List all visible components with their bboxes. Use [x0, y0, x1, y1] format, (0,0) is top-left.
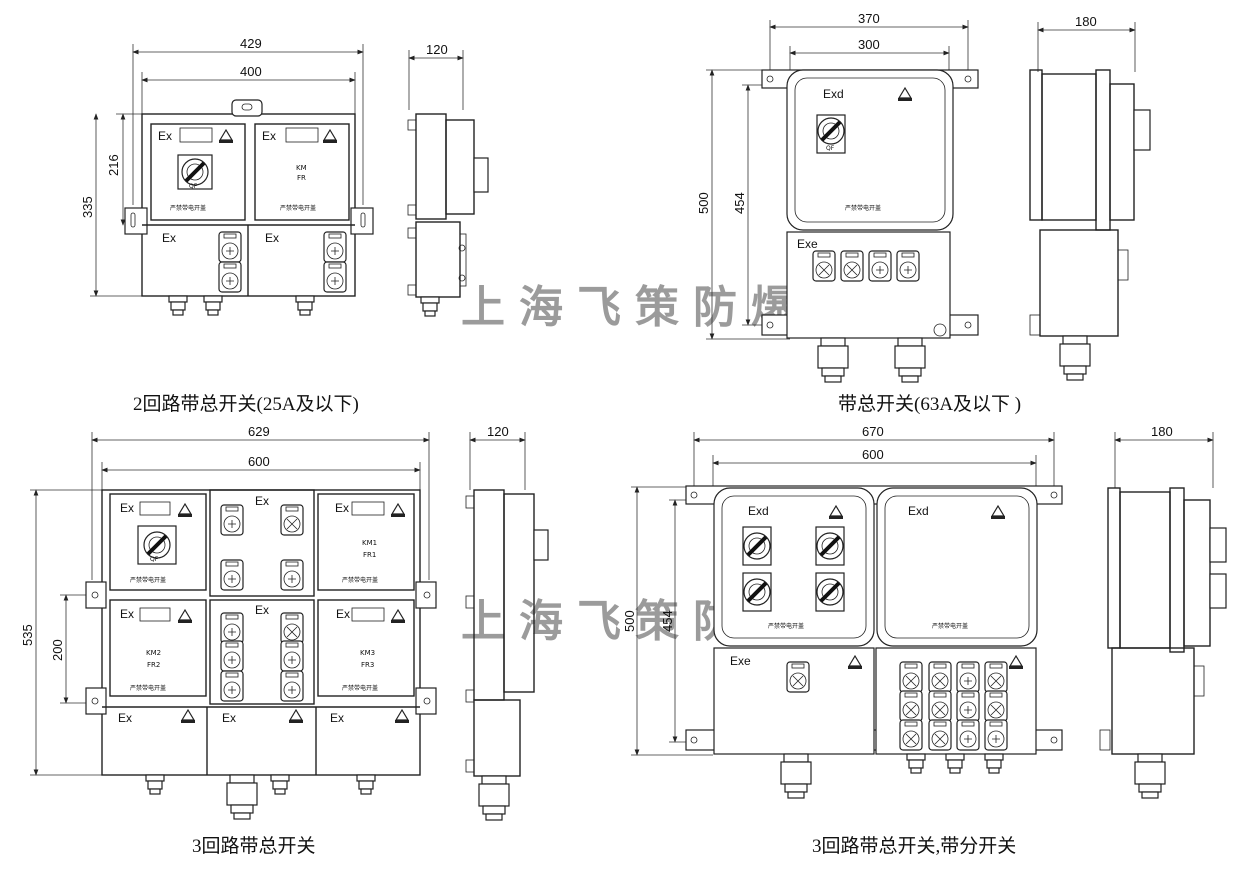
ex-label: Ex	[255, 603, 269, 617]
dim-216: 216	[106, 154, 121, 176]
dim-370: 370	[858, 11, 880, 26]
ex-label: Ex	[120, 607, 134, 621]
caption-3-circuit: 3回路带总开关	[192, 835, 316, 857]
dim-120-side: 120	[487, 424, 509, 439]
exe-label: Exe	[797, 237, 818, 251]
ex-label: Ex	[118, 711, 132, 725]
dim-600: 600	[862, 447, 884, 462]
dim-500: 500	[622, 610, 637, 632]
dim-454: 454	[732, 192, 747, 214]
qf-label: QF	[826, 145, 835, 152]
ex-label: Ex	[255, 494, 269, 508]
dim-670: 670	[862, 424, 884, 439]
dim-120-side: 120	[426, 42, 448, 57]
km3-label: KM3	[360, 649, 375, 657]
ex-label: Ex	[262, 129, 276, 143]
dim-180-side: 180	[1075, 14, 1097, 29]
warning-label: 严禁带电开盖	[768, 622, 804, 630]
warning-label: 严禁带电开盖	[342, 576, 378, 584]
dim-500: 500	[696, 192, 711, 214]
diagram-3-circuit: 629 600 535 200 Ex QF 严禁带电开盖 Ex	[20, 424, 549, 821]
dim-400: 400	[240, 64, 262, 79]
caption-63a: 带总开关(63A及以下 )	[838, 393, 1021, 415]
warning-label: 严禁带电开盖	[342, 684, 378, 692]
fr3-label: FR3	[361, 661, 374, 669]
km-label: KM	[296, 164, 307, 172]
diagram-63a: 370 300 500 454 Exd QF 严禁带电开盖 Exe	[696, 11, 1151, 383]
dim-454: 454	[660, 610, 675, 632]
ex-label: Ex	[162, 231, 176, 245]
exd-label: Exd	[823, 87, 844, 101]
dim-629: 629	[248, 424, 270, 439]
fr-label: FR	[297, 174, 306, 182]
caption-2-circuit: 2回路带总开关(25A及以下)	[133, 393, 359, 415]
exd-label: Exd	[748, 504, 769, 518]
ex-label: Ex	[158, 129, 172, 143]
km1-label: KM1	[362, 539, 377, 547]
warning-label: 严禁带电开盖	[932, 622, 968, 630]
fr1-label: FR1	[363, 551, 376, 559]
ex-label: Ex	[335, 501, 349, 515]
ex-label: Ex	[336, 607, 350, 621]
ex-label: Ex	[330, 711, 344, 725]
diagram-2-circuit: 429 400 216 335 Ex Ex QF KM FR 严禁带电开盖 严禁…	[80, 36, 489, 317]
km2-label: KM2	[146, 649, 161, 657]
dim-535: 535	[20, 624, 35, 646]
exd-label: Exd	[908, 504, 929, 518]
ex-label: Ex	[222, 711, 236, 725]
warning-label: 严禁带电开盖	[130, 576, 166, 584]
dim-200: 200	[50, 639, 65, 661]
dim-180-side: 180	[1151, 424, 1173, 439]
warning-label: 严禁带电开盖	[130, 684, 166, 692]
diagram-3-circuit-sub-switch: 670 600 500 454 Exd Exd	[622, 424, 1227, 799]
dim-300: 300	[858, 37, 880, 52]
dim-335: 335	[80, 196, 95, 218]
ex-label: Ex	[265, 231, 279, 245]
ex-label: Ex	[120, 501, 134, 515]
watermark-top: 上海飞策防爆	[461, 282, 809, 333]
warning-label: 严禁带电开盖	[280, 204, 316, 212]
qf-label: QF	[189, 183, 198, 190]
warning-label: 严禁带电开盖	[170, 204, 206, 212]
dim-429: 429	[240, 36, 262, 51]
exe-label: Exe	[730, 654, 751, 668]
qf-label: QF	[150, 556, 159, 563]
dim-600: 600	[248, 454, 270, 469]
caption-3-circuit-sub-switch: 3回路带总开关,带分开关	[812, 835, 1016, 857]
fr2-label: FR2	[147, 661, 160, 669]
warning-label: 严禁带电开盖	[845, 204, 881, 212]
